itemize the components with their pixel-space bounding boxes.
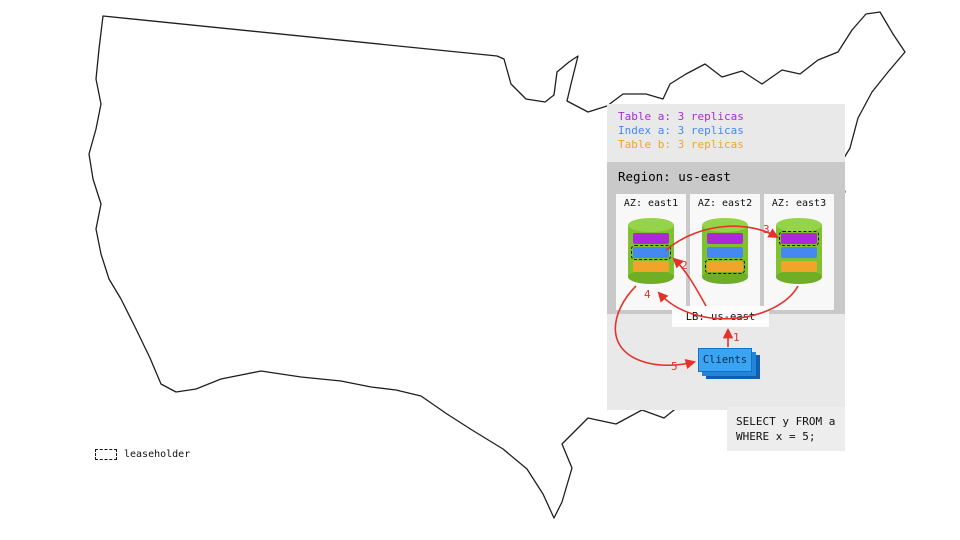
flow-step-3: 3 <box>763 223 770 236</box>
clients-stack: Clients <box>698 348 762 381</box>
clients-label: Clients <box>702 354 748 366</box>
index-a-replica <box>707 247 743 258</box>
table-b-replica <box>781 261 817 272</box>
leaseholder-label: leaseholder <box>124 449 191 460</box>
replica-bars-east2 <box>705 233 745 275</box>
index-a-leaseholder-replica <box>631 245 671 260</box>
table-b-replica <box>633 261 669 272</box>
db-node-east2 <box>702 218 748 284</box>
load-balancer-label: LB: us-east <box>685 310 756 323</box>
clients-box: Clients <box>698 348 752 372</box>
cylinder-top <box>628 218 674 232</box>
az-east2: AZ: east2 <box>690 194 760 310</box>
az-east1: AZ: east1 <box>616 194 686 310</box>
legend-table-a: Table a: 3 replicas <box>618 110 744 123</box>
flow-step-5: 5 <box>671 360 678 373</box>
legend-table-b: Table b: 3 replicas <box>618 138 744 151</box>
leaseholder-swatch-icon <box>95 449 117 460</box>
flow-step-1: 1 <box>733 331 740 344</box>
replica-bars-east1 <box>631 233 671 275</box>
region-label: Region: us-east <box>618 169 731 184</box>
load-balancer-box: LB: us-east <box>672 306 769 327</box>
table-b-leaseholder-replica <box>705 259 745 274</box>
cylinder-top <box>702 218 748 232</box>
flow-step-4: 4 <box>644 288 651 301</box>
legend-index-a: Index a: 3 replicas <box>618 124 744 137</box>
table-a-replica <box>633 233 669 244</box>
cylinder-top <box>776 218 822 232</box>
leaseholder-legend: leaseholder <box>95 449 190 460</box>
sql-query-box: SELECT y FROM a WHERE x = 5; <box>727 407 845 451</box>
table-a-leaseholder-replica <box>779 231 819 246</box>
az-east2-label: AZ: east2 <box>697 198 753 209</box>
table-a-replica <box>707 233 743 244</box>
db-node-east1 <box>628 218 674 284</box>
db-node-east3 <box>776 218 822 284</box>
az-east1-label: AZ: east1 <box>623 198 679 209</box>
sql-query-line-2: WHERE x = 5; <box>736 430 816 443</box>
az-east3: AZ: east3 <box>764 194 834 310</box>
az-east3-label: AZ: east3 <box>771 198 827 209</box>
index-a-replica <box>781 247 817 258</box>
replica-bars-east3 <box>779 231 819 275</box>
replica-legend: Table a: 3 replicas Index a: 3 replicas … <box>618 110 744 152</box>
sql-query-line-1: SELECT y FROM a <box>736 415 836 428</box>
flow-step-2: 2 <box>681 259 688 272</box>
region-us-east: Region: us-east AZ: east1 <box>607 162 845 314</box>
